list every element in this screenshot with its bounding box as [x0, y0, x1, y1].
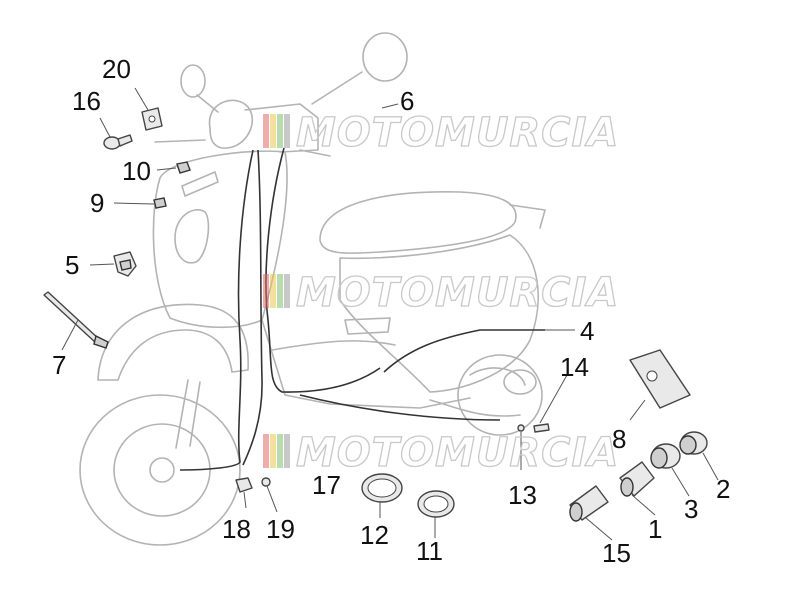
callout-14: 14 [560, 352, 589, 382]
watermark-logo: MOTOMURCIA [263, 109, 619, 157]
watermark-stripe-gray [284, 114, 290, 148]
part-14-bolt [517, 423, 550, 433]
part-1-tube [619, 461, 655, 497]
part-8-pad [629, 349, 691, 409]
callout-3: 3 [684, 494, 698, 524]
part-5-cable-guide [113, 251, 137, 277]
part-10-clip [176, 161, 191, 174]
part-16-screw [103, 134, 133, 150]
watermark-stripe-red [263, 114, 269, 148]
callout-18: 18 [222, 514, 251, 544]
callout-5: 5 [65, 250, 79, 280]
leader-lines [61, 87, 719, 541]
part-20-clip-nut [141, 107, 163, 131]
part-3-grommet [650, 443, 681, 469]
callout-9: 9 [90, 188, 104, 218]
callout-8: 8 [612, 424, 626, 454]
part-2-grommet [679, 431, 708, 455]
callout-17: 17 [312, 470, 341, 500]
callout-19: 19 [266, 514, 295, 544]
part-7-cable-tie [43, 291, 109, 349]
callout-7: 7 [52, 350, 66, 380]
callout-12: 12 [360, 520, 389, 550]
watermark-stripe-yellow [270, 114, 276, 148]
part-15-tube [569, 485, 609, 522]
watermark-text: MOTOMURCIA [296, 110, 619, 156]
callout-13: 13 [508, 480, 537, 510]
callout-10: 10 [122, 156, 151, 186]
part-19-washer [261, 477, 271, 487]
scooter-outline [79, 32, 546, 546]
callout-16: 16 [72, 86, 101, 116]
part-12-hose-clamp [361, 473, 403, 503]
callout-15: 15 [602, 538, 631, 568]
callout-labels: 20 16 10 9 5 7 6 4 14 8 2 3 1 15 13 17 1… [52, 54, 730, 568]
cable-routing [179, 147, 545, 471]
watermark-text: MOTOMURCIA [296, 430, 619, 476]
callout-6: 6 [400, 86, 414, 116]
part-9-clip [153, 197, 167, 209]
watermark-logo: MOTOMURCIA [263, 269, 619, 317]
watermark-stripe-green [277, 114, 283, 148]
callout-4: 4 [580, 316, 594, 346]
callout-11: 11 [416, 536, 443, 566]
part-18-clip [235, 477, 253, 493]
callout-1: 1 [648, 514, 662, 544]
watermark-logo: MOTOMURCIA [263, 429, 619, 477]
callout-20: 20 [102, 54, 131, 84]
watermark-text: MOTOMURCIA [296, 270, 619, 316]
part-11-hose-clamp [417, 490, 455, 518]
callout-2: 2 [716, 474, 730, 504]
